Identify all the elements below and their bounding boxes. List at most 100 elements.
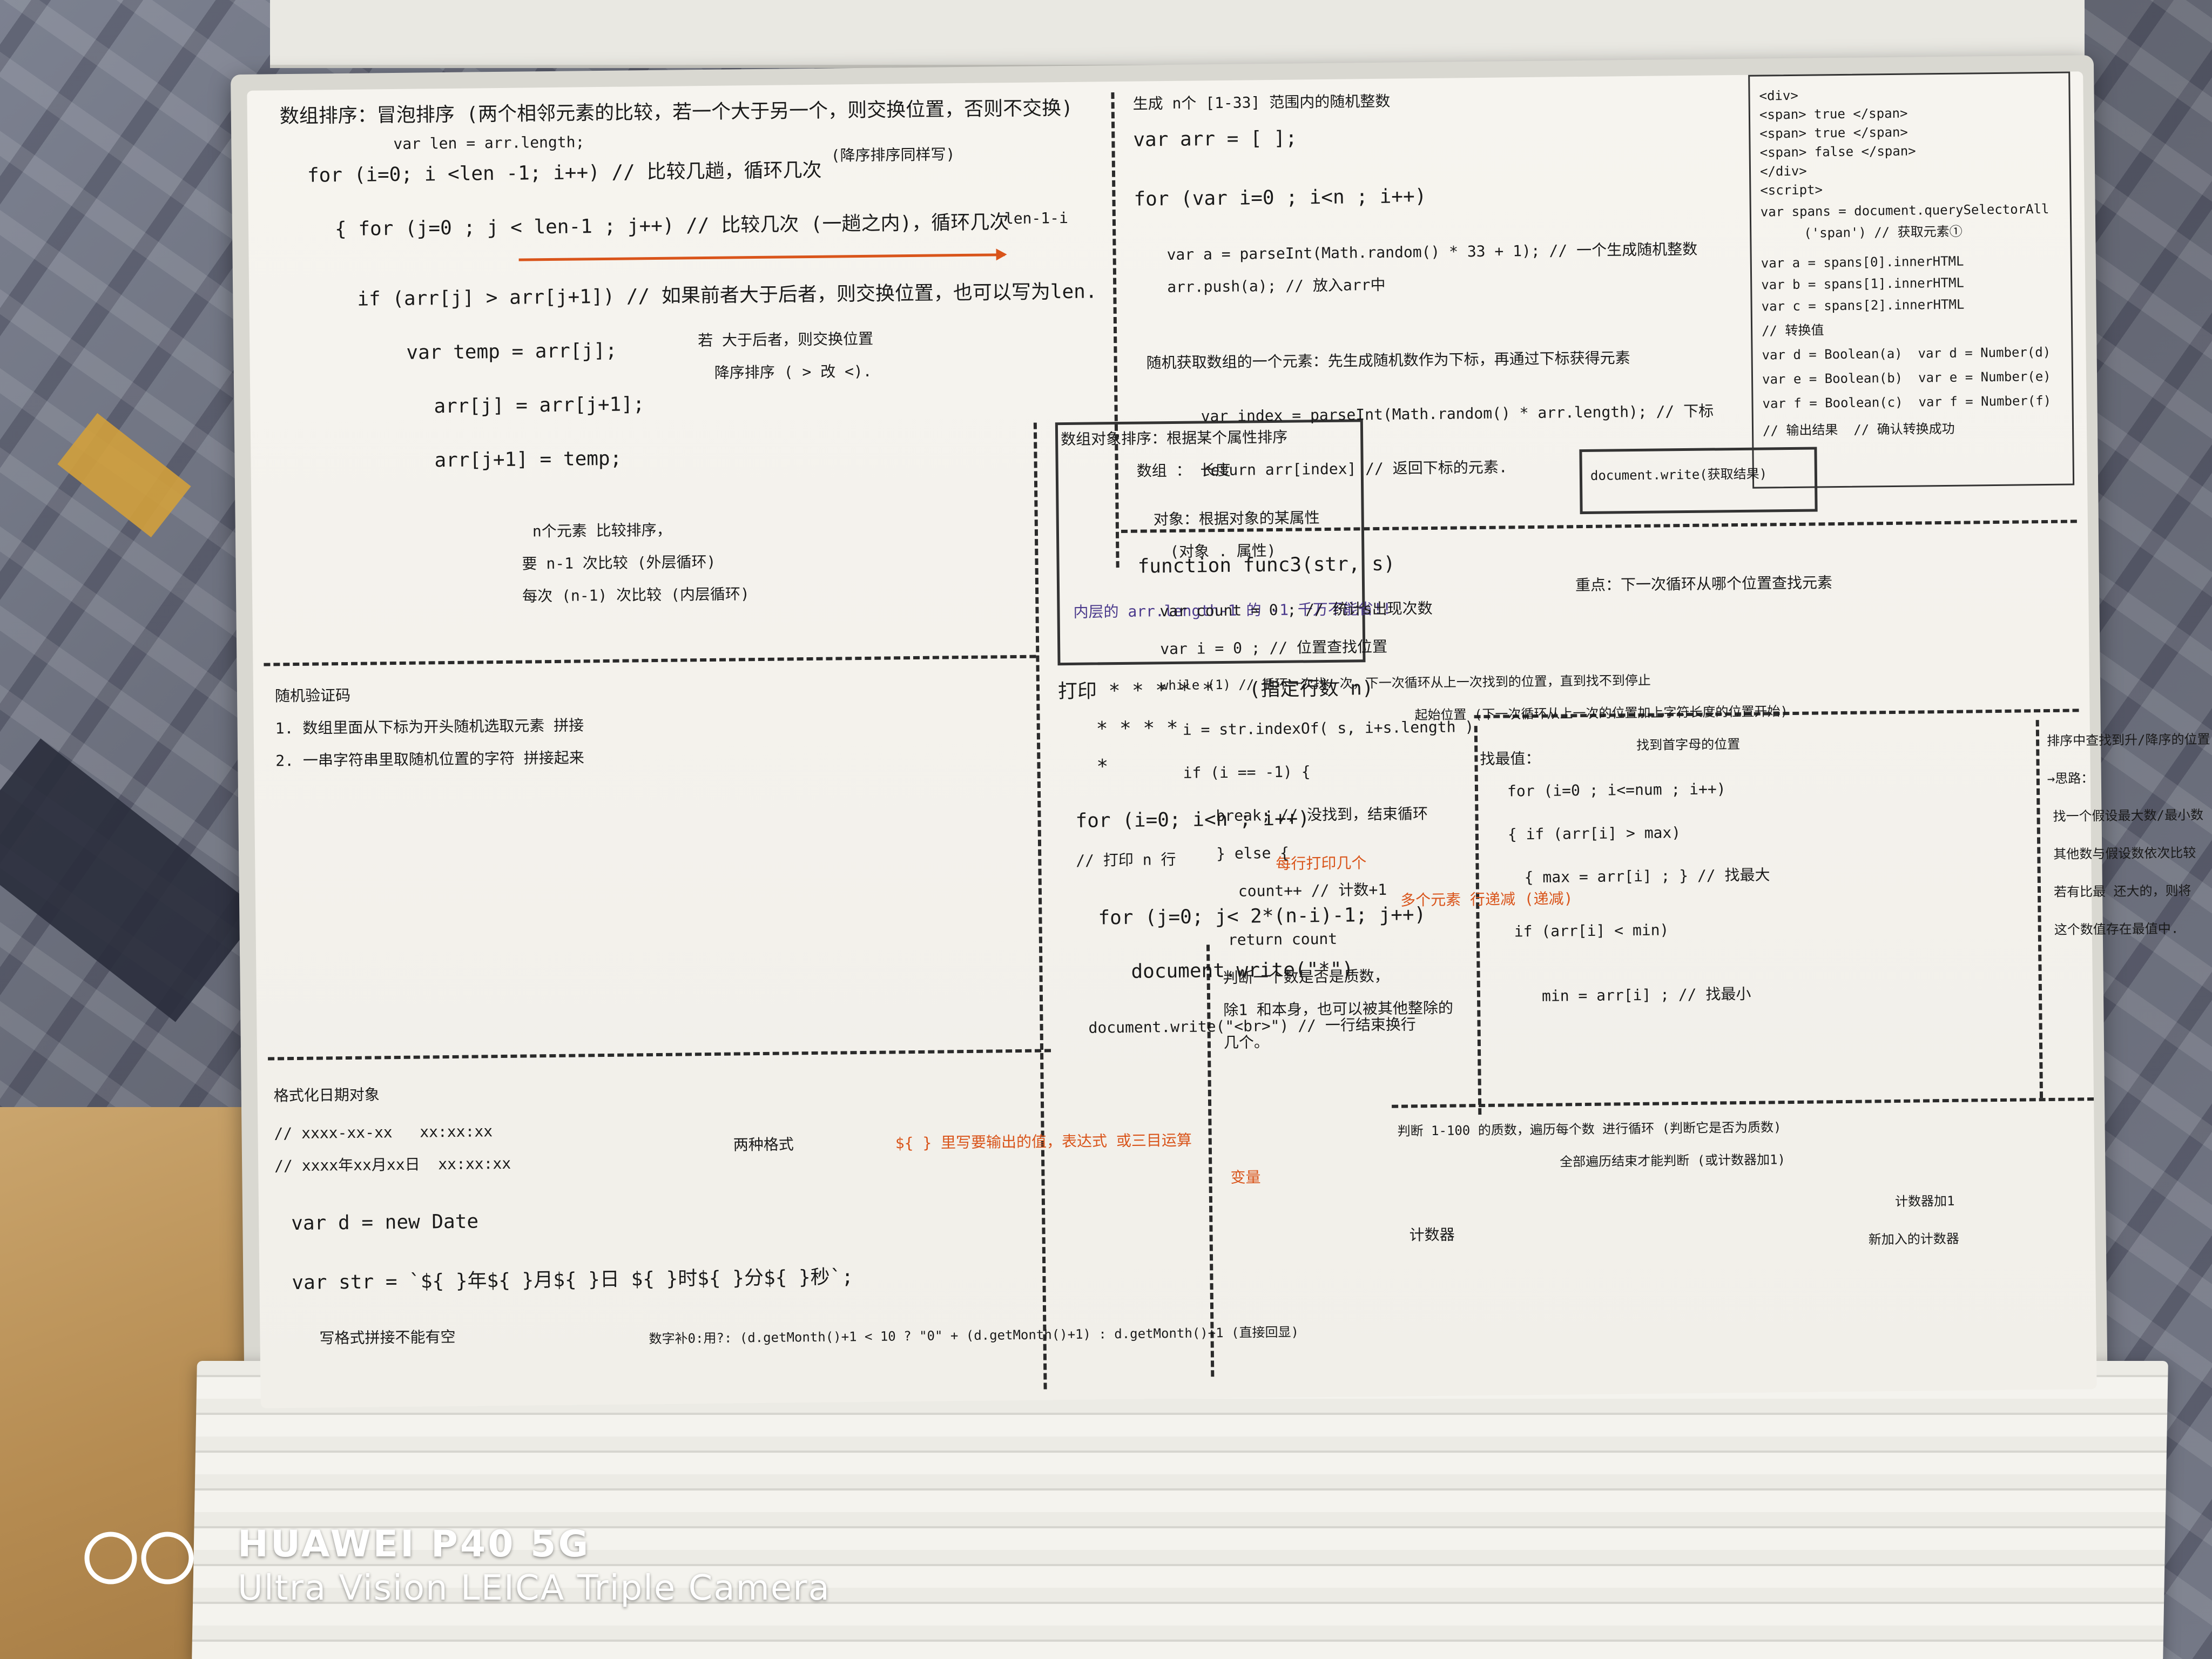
note-line: 几个。 — [1223, 1033, 1270, 1052]
code-line: var e = Boolean(b) var e = Number(e) — [1762, 368, 2051, 387]
note-line: 计数器 — [1409, 1225, 1455, 1244]
code-line: <div> — [1759, 87, 1798, 104]
random-code-heading: 随机验证码 — [274, 686, 351, 705]
code-line: </div> — [1759, 163, 1807, 179]
note-line: } else { — [1216, 844, 1290, 863]
note-line: 全部遍历结束才能判断 (或计数器加1) — [1560, 1152, 1786, 1170]
note-line: len-1-i — [1004, 208, 1069, 228]
note-line: 找到首字母的位置 — [1636, 736, 1741, 753]
camera-lens-label: Ultra Vision LEICA Triple Camera — [238, 1568, 831, 1608]
prime-heading: 判断一个数是否是质数， — [1223, 967, 1390, 987]
note-line: 写格式拼接不能有空 — [319, 1327, 456, 1347]
divider — [1033, 422, 1047, 1390]
note-line: 新加入的计数器 — [1868, 1231, 1959, 1247]
note-line: // xxxx-xx-xx xx:xx:xx — [274, 1122, 493, 1143]
bubble-sort-heading: 数组排序：冒泡排序 (两个相邻元素的比较，若一个大于另一个，则交换位置，否则不交… — [279, 97, 1073, 128]
sort-note-heading: 排序中查找到升/降序的位置 — [2046, 731, 2210, 749]
note-line: for (i=0 ; i<=num ; i++) — [1507, 780, 1726, 800]
note-line: ${ } 里写要输出的值，表达式 或三目运算 — [895, 1131, 1192, 1152]
note-line: if (arr[i] < min) — [1514, 921, 1669, 941]
note-line: 若有比最 还大的，则将 — [2053, 883, 2191, 900]
arrow-icon — [518, 253, 1005, 261]
note-line: while (1) // 循环一次找一次，下一次循环从上一次找到的位置，直到找不… — [1160, 672, 1651, 693]
note-line: arr.push(a); // 放入arr中 — [1167, 275, 1386, 296]
code-line: var spans = document.querySelectorAll — [1760, 201, 2049, 220]
note-line: 除1 和本身，也可以被其他整除的 — [1223, 999, 1454, 1020]
note-line: n个元素 比较排序， — [532, 521, 672, 541]
note-line: { for (j=0 ; j < len-1 ; j++) // 比较几次 (一… — [334, 211, 1009, 241]
note-line: if (arr[j] > arr[j+1]) // 如果前者大于后者，则交换位置… — [357, 280, 1097, 311]
date-fmt-heading: 格式化日期对象 — [273, 1085, 380, 1105]
note-line: arr[j+1] = temp; — [434, 447, 622, 472]
code-line: <script> — [1760, 182, 1823, 198]
note-line: return count — [1228, 929, 1338, 949]
divider — [268, 1049, 1051, 1061]
note-line: arr[j] = arr[j+1]; — [434, 393, 645, 418]
code-line: var d = Boolean(a) var d = Number(d) — [1762, 344, 2051, 363]
code-line: // 转换值 — [1761, 322, 1824, 339]
note-line: 找一个假设最大数/最小数 — [2053, 807, 2204, 824]
note-line: 重点：下一次循环从哪个位置查找元素 — [1575, 574, 1833, 595]
camera-model-label: HUAWEI P40 5G — [238, 1523, 591, 1566]
note-line: 2. 一串字符串里取随机位置的字符 拼接起来 — [275, 748, 584, 770]
note-line: 要 n-1 次比较 (外层循环) — [522, 552, 716, 573]
note-line: document.write(获取结果) — [1590, 466, 1768, 483]
note-line: count++ // 计数+1 — [1238, 880, 1387, 900]
note-line: 对象：根据对象的某属性 — [1153, 509, 1320, 529]
object-sort-heading: 数组对象排序：根据某个属性排序 — [1060, 428, 1288, 449]
divider — [264, 655, 1036, 666]
note-line: 计数器加1 — [1894, 1193, 1955, 1210]
note-line: for (i=0; i <len -1; i++) // 比较几趟，循环几次 — [307, 159, 822, 187]
code-line: var a = spans[0].innerHTML — [1761, 253, 1964, 271]
note-line: var str = `${ }年${ }月${ }日 ${ }时${ }分${ … — [292, 1266, 854, 1294]
code-line: var f = Boolean(c) var f = Number(f) — [1762, 393, 2052, 412]
code-line: var c = spans[2].innerHTML — [1761, 296, 1965, 314]
note-line: var a = parseInt(Math.random() * 33 + 1)… — [1166, 240, 1698, 264]
divider — [1392, 1097, 2094, 1108]
note-line: var d = new Date — [291, 1210, 479, 1235]
note-line: var arr = [ ]; — [1133, 127, 1297, 151]
code-line: var b = spans[1].innerHTML — [1761, 275, 1965, 293]
code-line: // 输出结果 // 确认转换成功 — [1762, 421, 1955, 439]
leica-rings-icon — [84, 1532, 194, 1584]
note-line: 两种格式 — [733, 1135, 794, 1154]
note-line: (降序排序同样写) — [831, 145, 955, 165]
note-line: if (i == -1) { — [1183, 763, 1311, 782]
note-line: * — [1096, 756, 1109, 778]
divider — [2035, 720, 2044, 1098]
note-line: { max = arr[i] ; } // 找最大 — [1524, 866, 1770, 887]
note-line: 降序排序 ( > 改 <). — [714, 362, 872, 382]
note-line: 每行打印几个 — [1276, 854, 1367, 873]
note-line: 变量 — [1230, 1168, 1261, 1186]
note-line: var temp = arr[j]; — [406, 339, 617, 364]
note-line: 这个数值存在最值中. — [2054, 921, 2179, 938]
note-line: return arr[index] // 返回下标的元素. — [1201, 458, 1508, 480]
note-line: var index = parseInt(Math.random() * arr… — [1201, 402, 1714, 426]
note-line: →思路： — [2047, 771, 2094, 787]
note-line: 若 大于后者，则交换位置 — [698, 329, 874, 350]
note-line: { if (arr[i] > max) — [1507, 824, 1681, 844]
note-line: for (var i=0 ; i<n ; i++) — [1134, 185, 1427, 211]
note-line: // xxxx年xx月xx日 xx:xx:xx — [274, 1154, 511, 1175]
note-line: * * * * — [1096, 717, 1178, 740]
note-line: 1. 数组里面从下标为开头随机选取元素 拼接 — [275, 716, 584, 738]
notes-page: 数组排序：冒泡排序 (两个相邻元素的比较，若一个大于另一个，则交换位置，否则不交… — [247, 71, 2210, 1408]
note-line: // 打印 n 行 — [1076, 850, 1176, 869]
note-line: 每次 (n-1) 次比较 (内层循环) — [522, 585, 750, 605]
note-line: 数字补0:用?: (d.getMonth()+1 < 10 ? "0" + (d… — [649, 1324, 1299, 1347]
note-line: 其他数与假设数依次比较 — [2053, 845, 2196, 862]
note-line: min = arr[i] ; // 找最小 — [1541, 984, 1751, 1005]
note-line: break; // 没找到，结束循环 — [1216, 805, 1428, 825]
random-nums-heading: 生成 n个 [1-33] 范围内的随机整数 — [1132, 92, 1391, 113]
note-line: 起始位置 (下一次循环从上一次的位置加上字符长度的位置开始) — [1414, 704, 1789, 723]
divider — [1474, 726, 1482, 1115]
note-line: var i = 0 ; // 位置查找位置 — [1160, 637, 1388, 658]
random-pick-heading: 随机获取数组的一个元素：先生成随机数作为下标，再通过下标获得元素 — [1146, 349, 1630, 372]
divider — [1206, 945, 1215, 1377]
max-min-heading: 找最值： — [1480, 749, 1541, 768]
code-line: ('span') // 获取元素① — [1804, 224, 1963, 241]
note-line: var len = arr.length; — [393, 133, 585, 153]
func-count-heading: function func3(str, s) — [1137, 552, 1395, 578]
prime-loop-heading: 判断 1-100 的质数，遍历每个数 进行循环 (判断它是否为质数) — [1397, 1120, 1782, 1139]
